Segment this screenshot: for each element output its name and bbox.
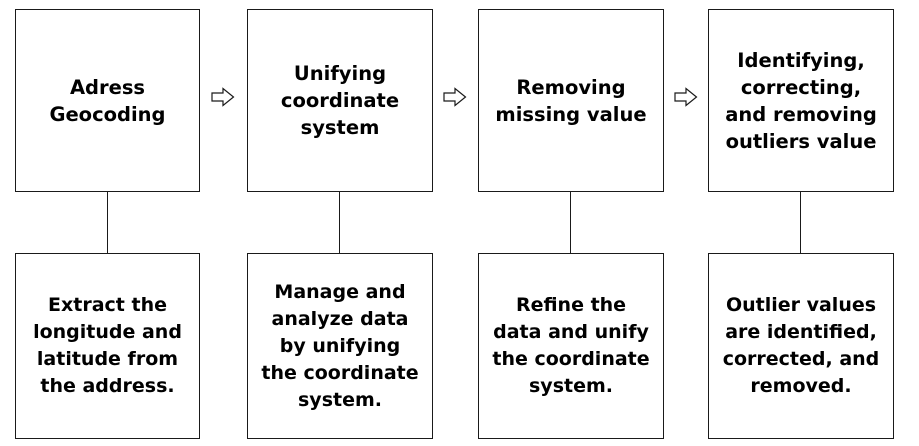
step-3-title-box: Removing missing value xyxy=(478,9,664,192)
step-1-connector-line xyxy=(107,192,108,253)
step-4-title: Identifying, correcting, and removing ou… xyxy=(725,48,877,153)
step-2-connector-line xyxy=(339,192,340,253)
hollow-right-arrow-icon xyxy=(443,87,467,107)
step-3-description-box: Refine the data and unify the coordinate… xyxy=(478,253,664,439)
step-3-connector-line xyxy=(570,192,571,253)
step-1-title: Adress Geocoding xyxy=(49,75,166,126)
step-4-description-box: Outlier values are identified, corrected… xyxy=(708,253,894,439)
step-1-description: Extract the longitude and latitude from … xyxy=(33,294,182,397)
step-4-description: Outlier values are identified, corrected… xyxy=(722,294,880,397)
step-1-description-box: Extract the longitude and latitude from … xyxy=(15,253,200,439)
step-3-description: Refine the data and unify the coordinate… xyxy=(492,294,650,397)
step-4-connector-line xyxy=(800,192,801,253)
step-2-description-box: Manage and analyze data by unifying the … xyxy=(247,253,433,439)
step-4-title-box: Identifying, correcting, and removing ou… xyxy=(708,9,894,192)
hollow-right-arrow-icon xyxy=(674,87,698,107)
step-1-title-box: Adress Geocoding xyxy=(15,9,200,192)
step-2-description: Manage and analyze data by unifying the … xyxy=(261,280,419,411)
step-2-title-box: Unifying coordinate system xyxy=(247,9,433,192)
step-3-title: Removing missing value xyxy=(495,75,647,126)
step-2-title: Unifying coordinate system xyxy=(280,62,400,139)
hollow-right-arrow-icon xyxy=(211,87,235,107)
